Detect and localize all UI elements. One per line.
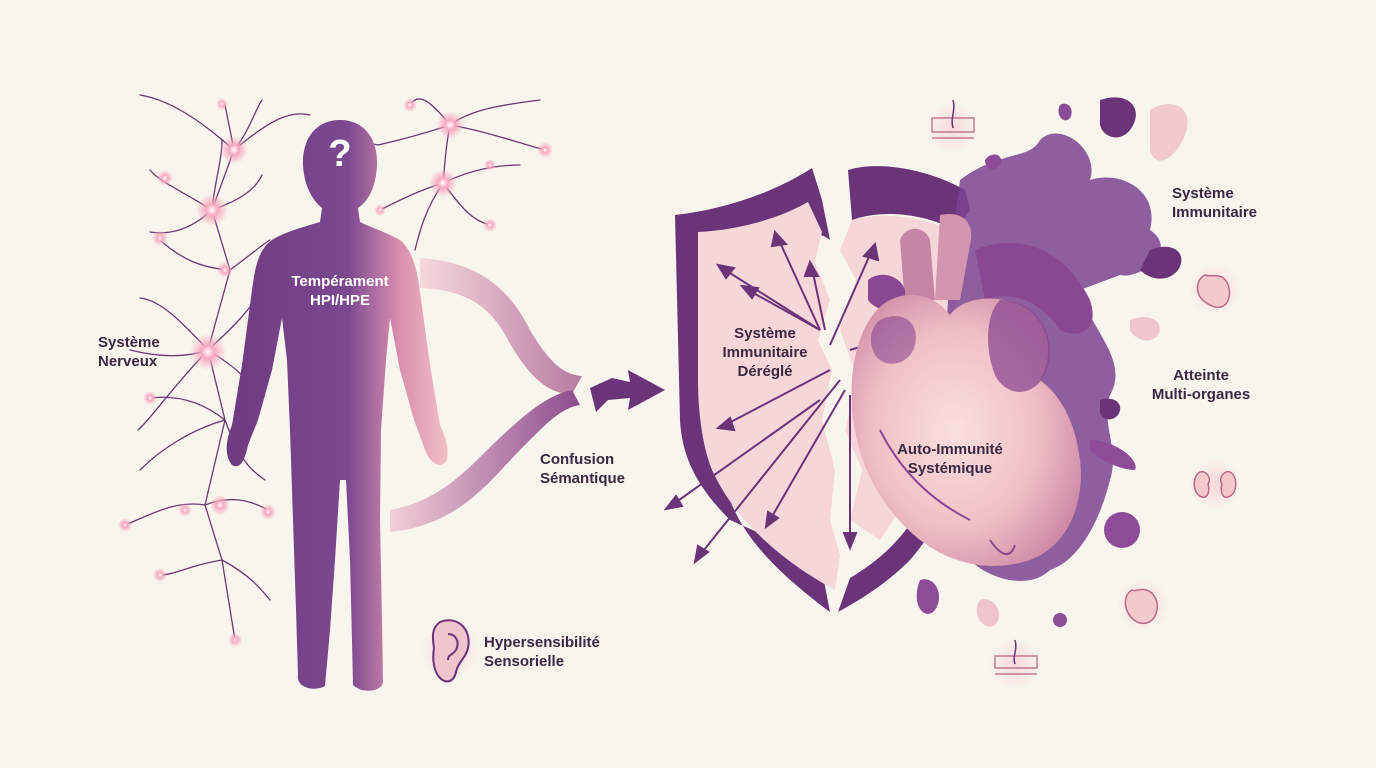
label-multi-organ: Atteinte Multi-organes	[1136, 366, 1266, 404]
label-dysregulated-line-2: Immunitaire	[722, 344, 808, 361]
human-figure	[226, 120, 448, 691]
question-icon: ?	[328, 133, 352, 175]
label-multi-organ-line-1: Atteinte	[1173, 367, 1229, 384]
flow-ribbons	[390, 258, 665, 532]
label-multi-organ-line-2: Multi-organes	[1151, 386, 1251, 403]
label-immune-line-1: Système	[1172, 185, 1234, 202]
label-autoimmunity-line-1: Auto-Immunité	[897, 441, 1003, 458]
kidneys-icon	[1189, 458, 1241, 510]
label-nervous-system-line-2: Nerveux	[98, 353, 158, 370]
label-semantic-confusion: Confusion Sémantique	[540, 450, 625, 488]
label-temperament-line-2: HPI/HPE	[309, 292, 370, 309]
label-semantic-confusion-line-2: Sémantique	[540, 470, 626, 487]
label-nervous-system-line-1: Système	[98, 334, 160, 351]
label-autoimmunity-line-2: Systémique	[907, 460, 993, 477]
label-sensory-line-1: Hypersensibilité	[484, 634, 600, 651]
heart	[851, 214, 1093, 566]
label-sensory-hypersensitivity: Hypersensibilité Sensorielle	[484, 633, 600, 671]
heart-organ-icon-lower	[1117, 579, 1169, 631]
label-immune-system: Système Immunitaire	[1172, 184, 1257, 222]
label-temperament: Tempérament HPI/HPE	[270, 272, 410, 310]
ear-icon	[420, 619, 480, 683]
label-sensory-line-2: Sensorielle	[484, 653, 565, 670]
skin-icon-top	[926, 99, 978, 154]
skin-icon-bottom	[989, 638, 1041, 690]
label-dysregulated-line-1: Système	[734, 325, 796, 342]
label-semantic-confusion-line-1: Confusion	[540, 451, 615, 468]
label-systemic-autoimmunity: Auto-Immunité Systémique	[875, 440, 1025, 478]
heart-organ-icon	[1189, 264, 1241, 316]
label-dysregulated-line-3: Déréglé	[737, 363, 793, 380]
label-dysregulated-immune: Système Immunitaire Déréglé	[700, 324, 830, 381]
label-temperament-line-1: Tempérament	[291, 273, 389, 290]
label-nervous-system: Système Nerveux	[98, 333, 160, 371]
neuron-glows	[118, 98, 553, 647]
label-immune-line-2: Immunitaire	[1172, 204, 1258, 221]
